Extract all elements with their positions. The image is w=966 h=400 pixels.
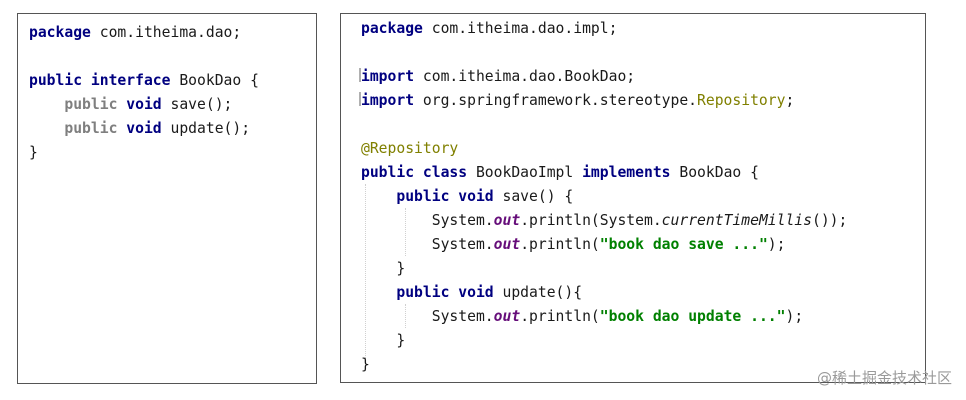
keyword-public: public bbox=[396, 284, 450, 301]
keyword-import: import bbox=[361, 68, 415, 85]
method-save-signature: save(); bbox=[161, 96, 233, 113]
repository-annotation: @Repository bbox=[361, 140, 459, 157]
gutter-fold-marker bbox=[359, 92, 361, 106]
keyword-package: package bbox=[361, 20, 423, 37]
import-repository-path: org.springframework.stereotype. bbox=[414, 92, 698, 109]
string-literal: "book dao update ..." bbox=[599, 308, 786, 325]
method-closing-brace: } bbox=[396, 260, 406, 277]
implementation-code-panel: package com.itheima.dao.impl; import com… bbox=[340, 13, 926, 383]
keyword-void: void bbox=[126, 96, 162, 113]
system-ref: System. bbox=[431, 212, 494, 229]
package-name: com.itheima.dao.impl; bbox=[422, 20, 618, 37]
keyword-void: void bbox=[458, 188, 494, 205]
keyword-import: import bbox=[361, 92, 415, 109]
static-method-call: currentTimeMillis bbox=[661, 212, 812, 229]
statement-end: ); bbox=[767, 236, 786, 253]
string-literal: "book dao save ..." bbox=[599, 236, 768, 253]
out-field: out bbox=[493, 236, 521, 253]
watermark: @稀土掘金技术社区 bbox=[816, 369, 952, 387]
indent-guide bbox=[365, 184, 366, 364]
indent-guide bbox=[405, 208, 406, 256]
keyword-void: void bbox=[126, 120, 162, 137]
method-update-signature: update(); bbox=[161, 120, 251, 137]
method-update-signature: update(){ bbox=[493, 284, 583, 301]
keyword-public: public bbox=[64, 120, 118, 137]
println-call: .println( bbox=[520, 308, 600, 325]
statement-end: ()); bbox=[812, 212, 848, 229]
implementation-code-block: package com.itheima.dao.impl; import com… bbox=[361, 17, 847, 377]
interface-code-panel: package com.itheima.dao; public interfac… bbox=[17, 13, 317, 384]
method-save-signature: save() { bbox=[493, 188, 574, 205]
method-closing-brace: } bbox=[396, 332, 406, 349]
gutter-fold-marker bbox=[359, 68, 361, 82]
import-semicolon: ; bbox=[785, 92, 795, 109]
statement-end: ); bbox=[785, 308, 804, 325]
keyword-package: package bbox=[29, 24, 91, 41]
keyword-public: public bbox=[64, 96, 118, 113]
class-closing-brace: } bbox=[361, 356, 370, 373]
import-bookdao: com.itheima.dao.BookDao; bbox=[414, 68, 636, 85]
implemented-interface: BookDao { bbox=[670, 164, 759, 181]
keyword-public: public bbox=[396, 188, 450, 205]
keyword-public: public bbox=[361, 164, 415, 181]
keyword-public: public bbox=[29, 72, 83, 89]
out-field: out bbox=[493, 308, 521, 325]
indent-guide bbox=[405, 304, 406, 328]
closing-brace: } bbox=[29, 144, 38, 161]
system-ref: System. bbox=[431, 308, 494, 325]
interface-code-block: package com.itheima.dao; public interfac… bbox=[29, 21, 259, 165]
interface-declaration: BookDao { bbox=[170, 72, 259, 89]
keyword-class: class bbox=[422, 164, 468, 181]
system-ref: System. bbox=[431, 236, 494, 253]
keyword-void: void bbox=[458, 284, 494, 301]
class-name: BookDaoImpl bbox=[467, 164, 583, 181]
println-call: .println(System. bbox=[520, 212, 662, 229]
out-field: out bbox=[493, 212, 521, 229]
package-name: com.itheima.dao; bbox=[90, 24, 242, 41]
keyword-interface: interface bbox=[90, 72, 171, 89]
keyword-implements: implements bbox=[582, 164, 671, 181]
println-call: .println( bbox=[520, 236, 600, 253]
import-repository-class: Repository bbox=[697, 92, 786, 109]
